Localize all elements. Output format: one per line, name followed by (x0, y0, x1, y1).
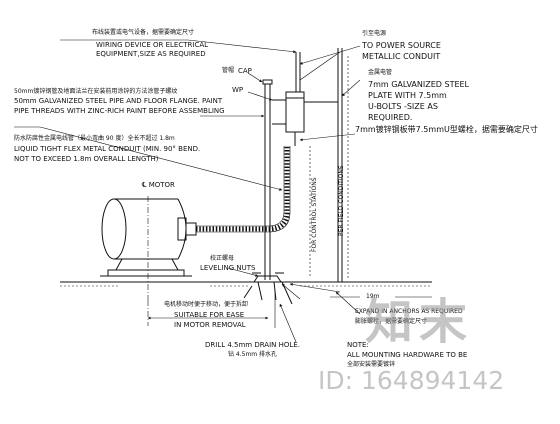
control-stations-label: FOR CONTROL STATIONS (311, 177, 318, 252)
watermark-logo: 知末 (365, 294, 474, 350)
pipe-label-cn: 50mm镀锌钢管及地面法兰在安装前用涂锌的方法涂管子螺纹 (14, 88, 178, 95)
note-text-cn: 全部安装需要镀锌 (347, 361, 396, 368)
motor-end-ellipse (101, 198, 127, 260)
plate-label-en-4: REQUIRED. (368, 113, 413, 122)
pipe-label-en-2: PIPE THREADS WITH ZINC-RICH PAINT BEFORE… (14, 107, 225, 115)
note-label: NOTE: (347, 341, 369, 349)
dimension-lines (147, 56, 432, 328)
watermark-id: ID: 164894142 (318, 366, 505, 395)
power-label-en-2: METALLIC CONDUIT (362, 52, 441, 61)
removal-label-en-2: IN MOTOR REMOVAL (174, 321, 246, 329)
pipe-stand (252, 79, 330, 283)
cap-label: CAP (238, 67, 252, 75)
dim-19: 19m (366, 293, 380, 300)
plate-label-en-2: PLATE WITH 7.5mm (368, 91, 447, 100)
leader-lines (14, 39, 361, 343)
drain-label-en: DRILL 4.5mm DRAIN HOLE. (205, 341, 300, 349)
note-text-en: ALL MOUNTING HARDWARE TO BE (347, 351, 468, 359)
flex-label-cn: 防水防腐性金属电线管（最小弯曲 90 度）全长不超过 1.8m (14, 135, 175, 142)
removal-label-cn: 电机移动时便于移动，便于拆卸 (164, 301, 249, 308)
leveling-label-cn: 校正螺母 (210, 255, 235, 262)
cap-label-cn: 管帽 (222, 67, 235, 74)
flex-conduit (196, 146, 291, 233)
per-field-label: PER FIELD CONDITIONS (338, 165, 345, 236)
floor-flange (253, 275, 282, 283)
wiring-label-en-1: WIRING DEVICE OR ELECTRICAL (96, 41, 209, 49)
motor (100, 198, 197, 277)
flex-label-en-2: NOT TO EXCEED 1.8m OVERALL LENGTH) (14, 155, 159, 163)
wiring-label-en-2: EQUIPMENT,SIZE AS REQUIRED (96, 50, 206, 58)
leveling-label-en: LEVELING NUTS (200, 264, 256, 272)
plate-note: 7mm镀锌钢板带7.5mmU型螺栓，据需要确定尺寸 (355, 125, 538, 134)
pipe-cap (262, 79, 273, 85)
flex-label-en-1: LIQUID TIGHT FLEX METAL CONDUIT (MIN. 90… (14, 145, 201, 153)
removal-label-en-1: SUITABLE FOR EASE (174, 311, 245, 319)
expand-label-en: EXPAND IN ANCHORS AS REQUIRED (355, 308, 463, 315)
expand-label-cn: 膨胀螺栓，据需要确定尺寸 (355, 318, 428, 325)
plate-label-en-3: U-BOLTS -SIZE AS (368, 102, 438, 111)
motor-label: ℄ MOTOR (142, 181, 175, 189)
power-label-cn: 引至电源 (362, 30, 387, 37)
wp-label: WP (232, 86, 244, 94)
wiring-label-cn: 布线装置或电气设备，据需要确定尺寸 (92, 29, 195, 36)
plate-label-cn: 金属电管 (368, 69, 393, 76)
drain-label-cn: 钻 4.5mm 排水孔 (228, 351, 278, 358)
pipe-label-en-1: 50mm GALVANIZED STEEL PIPE AND FLOOR FLA… (14, 97, 223, 105)
plate-label-en-1: 7mm GALVANIZED STEEL (368, 80, 470, 89)
power-label-en-1: TO POWER SOURCE (362, 41, 441, 50)
power-conduit (295, 48, 343, 282)
